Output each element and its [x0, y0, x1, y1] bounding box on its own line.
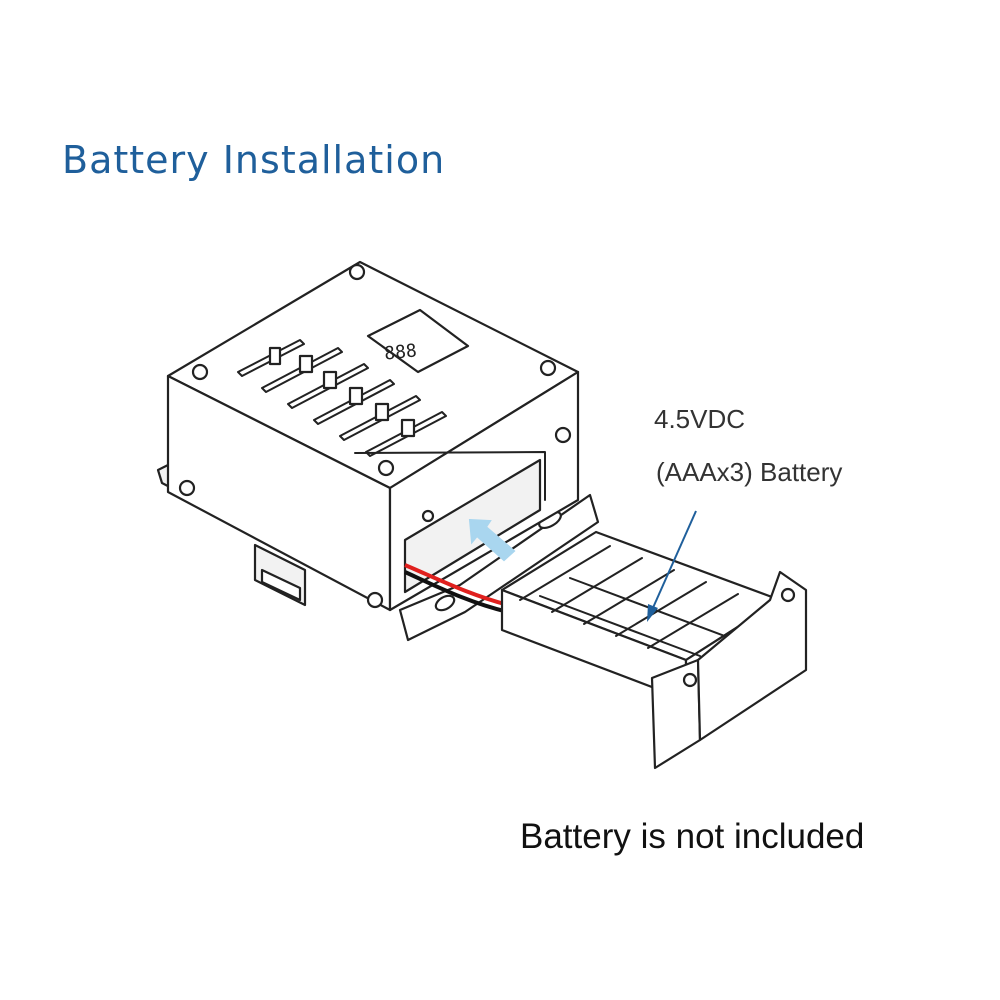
digital-display: 888 [366, 308, 470, 374]
svg-text:888: 888 [383, 340, 418, 364]
arrow-up-left-icon [468, 518, 516, 562]
page-title: Battery Installation [62, 138, 446, 182]
voltage-label: 4.5VDC [654, 404, 746, 434]
slider-slots [237, 339, 447, 457]
battery-note: Battery is not included [520, 817, 865, 856]
din-rail-clip [253, 543, 307, 607]
battery-wires [404, 563, 509, 614]
battery-type-label: (AAAx3) Battery [656, 457, 843, 487]
controller-device: 888 [166, 260, 580, 612]
battery-holder [500, 530, 808, 770]
arrow-down-left-icon [647, 510, 697, 622]
